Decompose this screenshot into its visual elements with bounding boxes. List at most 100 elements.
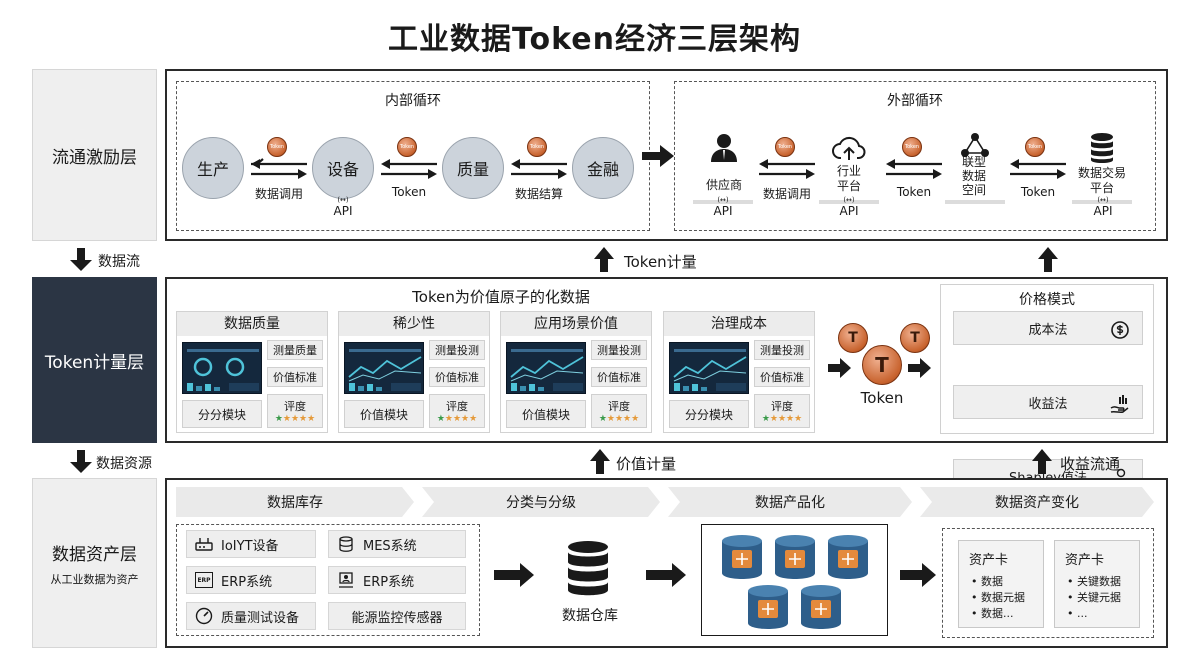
asset-card-item: • ... <box>1067 607 1088 620</box>
asset-card-title: 资产卡 <box>969 553 1009 568</box>
stage-chevron: 数据资产变化 <box>920 487 1154 517</box>
bidirectional-arrow-icon <box>251 158 307 179</box>
dashboard-thumbnail <box>669 342 749 394</box>
api-symbol: (↔) <box>717 196 729 204</box>
product-cylinder-icon <box>828 535 868 579</box>
metric-measure-item: 测量投测 <box>754 340 810 360</box>
up-arrow-icon <box>590 449 610 474</box>
mid-panel-title: Token为价值原子的化数据 <box>412 288 590 306</box>
node-label: 生产 <box>196 160 229 179</box>
right-arrow-icon <box>900 563 936 587</box>
source-label: ERP系统 <box>221 574 273 590</box>
database-icon <box>337 536 355 552</box>
link-label: Token <box>1020 185 1056 199</box>
source-label: 能源监控传感器 <box>351 610 443 626</box>
star-rating-icon: ★★★★★ <box>762 414 802 424</box>
bidirectional-arrow-icon <box>511 159 567 179</box>
right-arrow-icon <box>646 563 686 587</box>
cloud-upload-icon <box>832 136 866 160</box>
up-arrow-icon <box>594 247 614 272</box>
warehouse-label: 数据仓库 <box>562 608 618 624</box>
rating-label: 评度 <box>284 400 306 413</box>
metric-module <box>176 311 328 433</box>
token-coin-icon: T <box>900 323 930 353</box>
coin-text: Token <box>904 144 920 150</box>
star-green-icon: ★ <box>436 414 445 424</box>
dashboard-thumbnail <box>182 342 262 394</box>
source-quality-test: 质量测试设备 <box>186 602 316 630</box>
bidirectional-arrow-icon <box>886 159 942 179</box>
node-production: 生产 <box>182 137 244 199</box>
asset-card-item: • 数据元据 <box>971 591 1025 604</box>
metric-module <box>338 311 490 433</box>
product-cylinder-icon <box>801 585 841 629</box>
token-coin-icon: Token <box>1025 137 1045 157</box>
link-label: Token <box>896 185 932 199</box>
link-label: 数据结算 <box>514 187 563 201</box>
down-arrow-icon <box>70 450 92 473</box>
metric-module-title: 治理成本 <box>664 312 814 336</box>
source-mes-system: MES系统 <box>328 530 466 558</box>
layer-label-text: 数据资产层 <box>52 544 137 565</box>
api-label: API <box>333 204 353 218</box>
star-rating-icon: ★★★★★ <box>275 414 315 424</box>
erp-icon-text: ERP <box>197 576 211 584</box>
data-product-box <box>701 524 888 636</box>
asset-card-item: • 数据 <box>971 575 1003 588</box>
bidirectional-arrow-icon <box>759 159 815 179</box>
network-nodes-icon <box>961 133 989 157</box>
coin-text: Token <box>777 144 793 150</box>
star-rating-icon: ★★★★★ <box>437 414 477 424</box>
dashboard-thumbnail <box>506 342 586 394</box>
api-label: API <box>1093 204 1113 218</box>
star-orange-icon: ★★★★ <box>606 414 640 424</box>
hand-chart-icon <box>1110 395 1129 414</box>
api-symbol: (↔) <box>843 196 855 204</box>
external-loop-title: 外部循环 <box>887 93 943 109</box>
token-coin-icon: Token <box>397 137 417 157</box>
api-marker: (↔)API <box>702 196 744 218</box>
up-arrow-icon <box>1038 247 1058 272</box>
token-coin-icon: Token <box>902 137 922 157</box>
metric-standard-item: 价值标准 <box>754 367 810 387</box>
flow-label-data-flow: 数据流 <box>98 254 140 270</box>
star-green-icon: ★ <box>598 414 607 424</box>
metric-standard-item: 价值标准 <box>429 367 485 387</box>
metric-measure-item: 测量质量 <box>267 340 323 360</box>
source-label: 质量测试设备 <box>221 610 300 626</box>
node-label: 质量 <box>456 160 489 179</box>
rating-label: 评度 <box>446 400 468 413</box>
bidirectional-arrow-icon <box>1010 159 1066 179</box>
asset-card-item: • 关键数据 <box>1067 575 1121 588</box>
api-label: API <box>839 204 859 218</box>
token-measure-label: Token计量 <box>624 253 697 271</box>
price-mode-box <box>940 284 1154 434</box>
metric-module-title: 稀少性 <box>339 312 489 336</box>
api-label: API <box>713 204 733 218</box>
token-coin-icon: T <box>838 323 868 353</box>
supplier-person-icon <box>711 134 737 162</box>
api-marker: (↔) API <box>322 196 364 218</box>
star-orange-icon: ★★★★ <box>769 414 803 424</box>
star-green-icon: ★ <box>274 414 283 424</box>
dashboard-thumbnail <box>344 342 424 394</box>
right-arrow-icon <box>908 358 931 378</box>
dashboard-chart-icon <box>348 349 422 391</box>
page-title: 工业数据Token经济三层架构 <box>388 22 801 57</box>
api-marker: (↔)API <box>828 196 870 218</box>
router-icon <box>195 536 213 552</box>
layer-label-sub: 从工业数据为资产 <box>50 572 139 586</box>
stage-chevron: 数据库存 <box>176 487 414 517</box>
price-cost-method: 成本法 <box>953 311 1143 345</box>
metric-rating: 评度 ★★★★★ <box>267 394 323 428</box>
metric-measure-item: 测量投测 <box>591 340 647 360</box>
data-source-box <box>176 524 480 636</box>
coin-letter: T <box>910 330 920 346</box>
api-symbol: (↔) <box>337 196 349 204</box>
node-label: 设备 <box>326 160 359 179</box>
asset-card-item: • 数据... <box>971 607 1014 620</box>
source-energy-sensor: 能源监控传感器 <box>328 602 466 630</box>
flow-label-data-resource: 数据资源 <box>96 456 152 472</box>
metric-module-button: 价值模块 <box>344 400 424 428</box>
coin-text: Token <box>269 144 285 150</box>
